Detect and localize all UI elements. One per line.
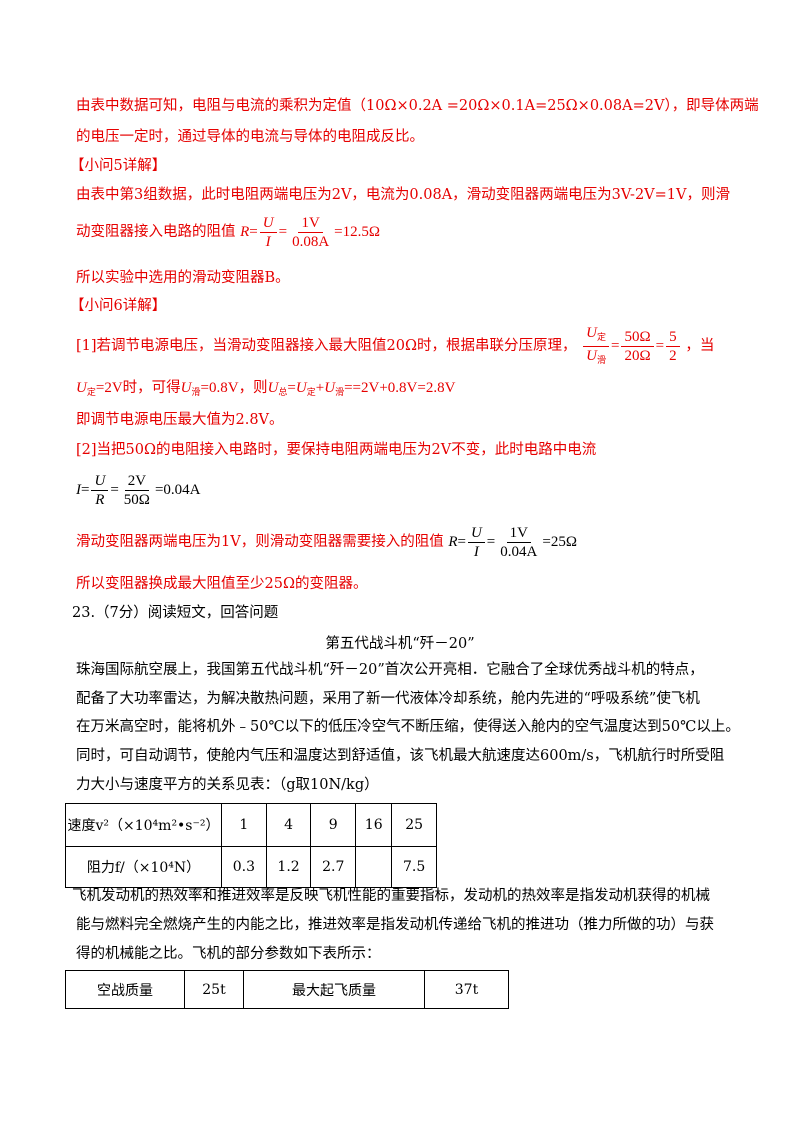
var-R: R	[240, 224, 250, 240]
table-cell: 2.7	[310, 846, 357, 888]
formula-line-q6: [1]若调节电源电压，当滑动变阻器接入最大阻值20Ω时，根据串联分压原理， U定…	[76, 324, 714, 369]
formula-text: 动变阻器接入电路的阻值	[76, 224, 236, 240]
table-cell: 16	[355, 803, 393, 847]
article-line: 力大小与速度平方的关系见表：（g取10N/kg）	[76, 777, 379, 793]
table-row: 速度v²（×10⁴m²•s⁻²） 1 4 9 16 25	[65, 803, 437, 847]
drag-speed-table: 速度v²（×10⁴m²•s⁻²） 1 4 9 16 25 阻力f/（×10⁴N）…	[65, 803, 437, 888]
article-line: 同时，可自动调节，使舱内气压和温度达到舒适值，该飞机最大航速度达600m/s，飞…	[76, 748, 725, 764]
answer-line: 的电压一定时，通过导体的电流与导体的电阻成反比。	[76, 129, 424, 145]
table-cell: 最大起飞质量	[243, 970, 425, 1009]
table-cell: 速度v²（×10⁴m²•s⁻²）	[65, 803, 222, 847]
table-cell	[355, 846, 393, 888]
article-line: 能与燃料完全燃烧产生的内能之比，推进效率是指发动机传递给飞机的推进功（推力所做的…	[76, 917, 714, 933]
table-row: 阻力f/（×10⁴N） 0.3 1.2 2.7 7.5	[65, 846, 437, 888]
table-cell: 37t	[424, 970, 509, 1009]
section-header-q5: 【小问5详解】	[70, 158, 167, 174]
table-cell: 7.5	[391, 846, 437, 888]
article-line: 配备了大功率雷达，为解决散热问题，采用了新一代液体冷却系统，舱内先进的“呼吸系统…	[76, 691, 700, 707]
article-line: 在万米高空时，能将机外﹣50℃以下的低压冷空气不断压缩，使得送入舱内的空气温度达…	[76, 719, 740, 735]
answer-line: [2]当把50Ω的电阻接入电路时，要保持电阻两端电压为2V不变，此时电路中电流	[76, 442, 597, 458]
formula-line-q6b: U定=2V时，可得U滑=0.8V，则U总=U定+U滑==2V+0.8V=2.8V	[76, 380, 456, 397]
table-cell: 阻力f/（×10⁴N）	[65, 846, 222, 888]
table-cell: 1	[221, 803, 267, 847]
table-cell: 0.3	[221, 846, 267, 888]
aircraft-parameters-table: 空战质量 25t 最大起飞质量 37t	[65, 970, 509, 1009]
article-line: 得的机械能之比。飞机的部分参数如下表所示：	[76, 946, 381, 962]
question-23-heading: 23.（7分）阅读短文，回答问题	[72, 605, 279, 621]
table-cell: 25t	[184, 970, 244, 1009]
section-header-q6: 【小问6详解】	[70, 298, 167, 314]
answer-line: 由表中第3组数据，此时电阻两端电压为2V，电流为0.08A，滑动变阻器两端电压为…	[76, 187, 730, 203]
answer-line: 所以变阻器换成最大阻值至少25Ω的变阻器。	[76, 576, 368, 592]
table-cell: 9	[310, 803, 357, 847]
answer-line: 即调节电源电压最大值为2.8V。	[76, 412, 284, 428]
table-row: 空战质量 25t 最大起飞质量 37t	[65, 970, 509, 1009]
answer-line: 所以实验中选用的滑动变阻器B。	[76, 270, 290, 286]
answer-line: 由表中数据可知，电阻与电流的乘积为定值（10Ω×0.2A =20Ω×0.1A=2…	[76, 98, 759, 114]
table-cell: 25	[391, 803, 437, 847]
table-cell: 4	[265, 803, 312, 847]
article-line: 飞机发动机的热效率和推进效率是反映飞机性能的重要指标，发动机的热效率是指发动机获…	[72, 888, 710, 904]
table-cell: 空战质量	[65, 970, 185, 1009]
table-cell: 1.2	[265, 846, 312, 888]
article-line: 珠海国际航空展上，我国第五代战斗机“歼－20”首次公开亮相．它融合了全球优秀战斗…	[76, 662, 704, 678]
article-title: 第五代战斗机“歼－20”	[325, 636, 475, 652]
